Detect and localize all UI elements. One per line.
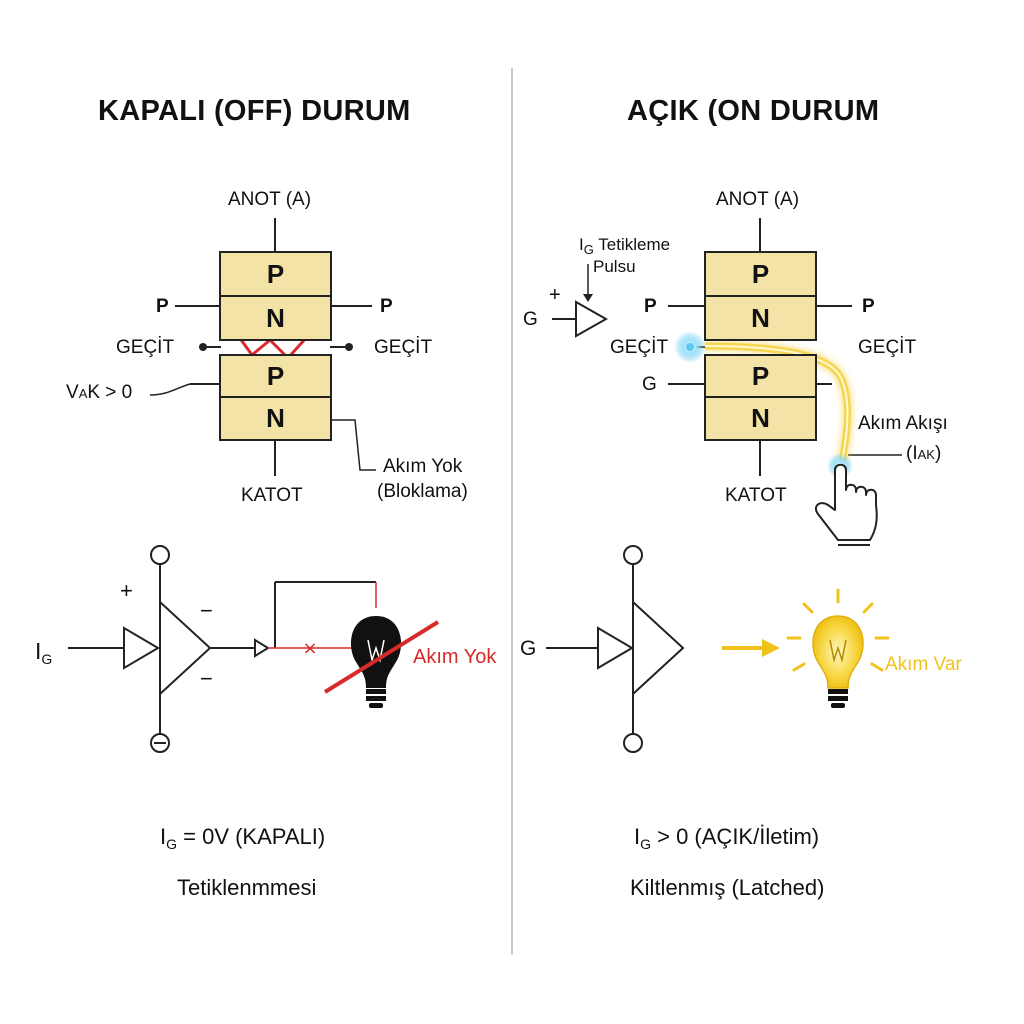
output-arrow	[722, 639, 780, 657]
right-gate-label-right: GEÇİT	[858, 337, 917, 358]
right-title: AÇIK (ON DURUM	[627, 95, 880, 127]
left-layer-n1: N	[219, 295, 332, 341]
gate-pulse-amplifier	[575, 300, 609, 338]
left-p-label-left: P	[156, 296, 169, 317]
left-gate-dot-left	[199, 343, 207, 351]
left-caption-ig: IG = 0V (KAPALI)	[160, 824, 326, 852]
left-circuit-plus: +	[120, 578, 133, 603]
right-circuit	[546, 545, 685, 753]
right-p-label-left: P	[644, 296, 657, 317]
right-bulb-label: Akım Var	[885, 654, 962, 675]
left-circuit-minus-bottom: −	[200, 666, 213, 691]
right-caption-ig: IG > 0 (AÇIK/İletim)	[634, 824, 820, 852]
vak-label: VAK > 0	[66, 382, 133, 403]
left-circuit	[68, 545, 377, 753]
right-layer-n1: N	[704, 295, 817, 341]
bulb-on-icon	[786, 588, 890, 708]
right-caption-latched: Kiltlenmış (Latched)	[630, 875, 825, 900]
right-cathode-label: KATOT	[725, 485, 787, 506]
left-gate-label-left: GEÇİT	[116, 337, 175, 358]
bulb-cross-line	[323, 620, 440, 694]
right-circuit-g: G	[520, 637, 537, 660]
left-gate-label-right: GEÇİT	[374, 337, 433, 358]
right-gate-input-label: G	[523, 309, 538, 330]
right-anode-label: ANOT (A)	[716, 189, 800, 210]
gate-pulse-label-line1: IG Tetikleme	[579, 235, 671, 257]
left-layer-p1: P	[219, 251, 332, 297]
left-no-current-line1: Akım Yok	[383, 456, 463, 477]
left-layer-p2: P	[219, 354, 332, 398]
break-x-mark: ×	[302, 638, 317, 659]
right-gate-label-left: GEÇİT	[610, 337, 669, 358]
left-p-label-right: P	[380, 296, 393, 317]
right-layer-p2: P	[704, 354, 817, 398]
right-pulse-plus: +	[549, 284, 561, 306]
left-gate-dot-right	[345, 343, 353, 351]
left-anode-label: ANOT (A)	[228, 189, 312, 210]
left-circuit-ig: IG	[35, 638, 53, 667]
right-g-label: G	[642, 374, 657, 395]
left-bulb-label: Akım Yok	[413, 646, 497, 668]
left-layer-n2: N	[219, 396, 332, 441]
right-layer-p1: P	[704, 251, 817, 297]
current-flow-label-line1: Akım Akışı	[858, 413, 948, 434]
left-no-current-line2: (Bloklama)	[377, 481, 468, 502]
left-cathode-label: KATOT	[241, 485, 303, 506]
left-circuit-minus-top: −	[200, 598, 213, 623]
right-layer-n2: N	[704, 396, 817, 441]
gate-pulse-label-line2: Pulsu	[593, 257, 636, 276]
pointing-hand-icon	[814, 463, 878, 546]
current-flow-label-line2: (IAK)	[906, 443, 942, 464]
left-caption-trigger: Tetiklenmmesi	[177, 875, 317, 900]
right-p-label-right: P	[862, 296, 875, 317]
left-title: KAPALI (OFF) DURUM	[98, 95, 411, 127]
